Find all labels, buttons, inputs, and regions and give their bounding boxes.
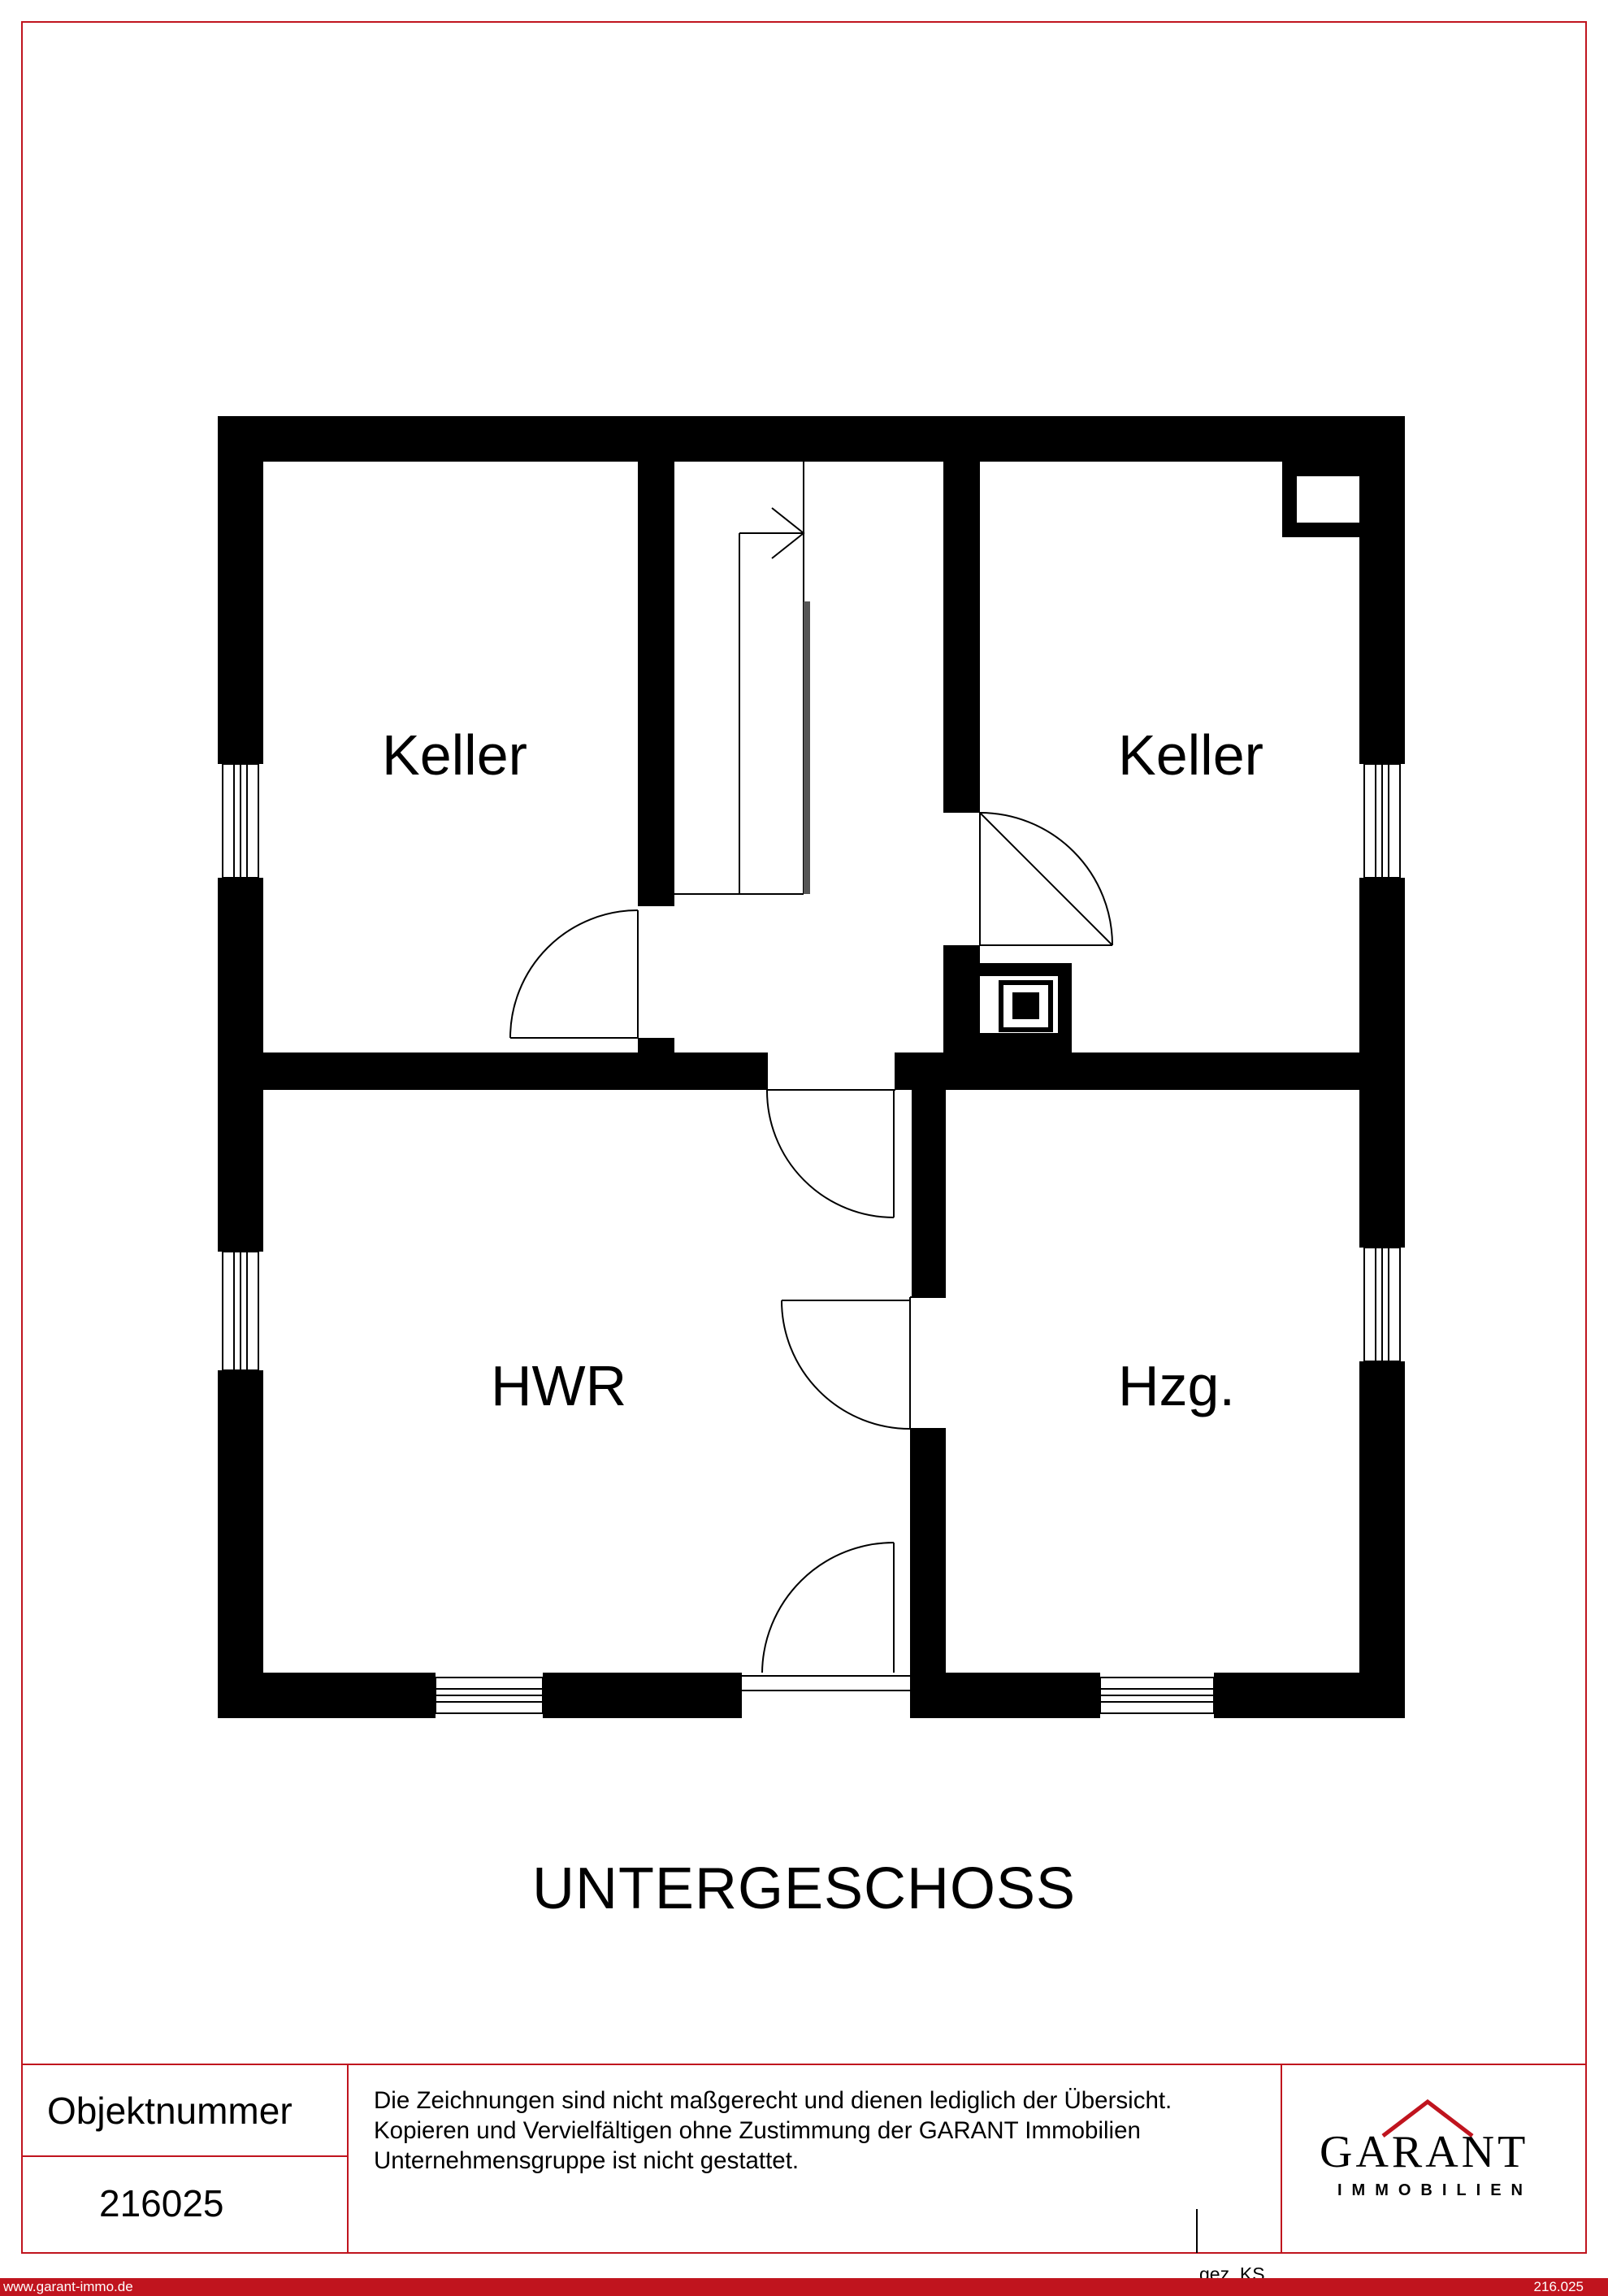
footer-bar: www.garant-immo.de 216.025 (0, 2278, 1608, 2296)
page-frame (21, 21, 1587, 2254)
footer-website-link[interactable]: www.garant-immo.de (3, 2279, 133, 2294)
walls (218, 416, 1405, 1718)
object-number-label: Objektnummer (47, 2090, 293, 2132)
windows (222, 763, 1401, 1714)
staircase (674, 462, 810, 895)
room-label-hwr: HWR (491, 1354, 627, 1417)
chimney-flue-inner (1012, 992, 1039, 1019)
logo-name: GARANT (1320, 2127, 1529, 2177)
room-label-heating: Hzg. (1118, 1354, 1235, 1417)
disclaimer-line: Kopieren und Vervielfältigen ohne Zustim… (374, 2117, 1141, 2144)
object-number: 216025 (99, 2182, 224, 2224)
disclaimer-line: Die Zeichnungen sind nicht maßgerecht un… (374, 2087, 1172, 2114)
logo-roof-icon (1381, 2099, 1474, 2138)
room-label-keller-right: Keller (1118, 723, 1263, 787)
disclaimer-line: Unternehmensgruppe ist nicht gestattet. (374, 2147, 800, 2174)
logo-subtitle: IMMOBILIEN (1337, 2181, 1532, 2199)
disclaimer-text: Die Zeichnungen sind nicht maßgerecht un… (374, 2085, 1172, 2176)
room-label-keller-left: Keller (382, 723, 527, 787)
floor-title: UNTERGESCHOSS (531, 1856, 1077, 1921)
footer-reference: 216.025 (1533, 2279, 1584, 2294)
doors (509, 812, 1113, 1691)
chimney-flue (999, 980, 1053, 1032)
